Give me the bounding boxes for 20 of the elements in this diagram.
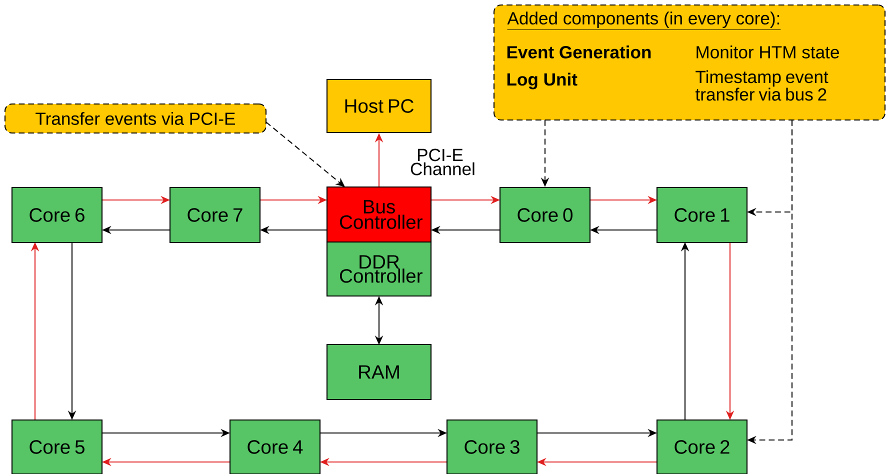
controller-box: Bus Controller xyxy=(326,186,432,243)
component-description: Monitor HTM state xyxy=(696,46,839,58)
component-description: Timestamp event transfer via bus 2 xyxy=(696,70,828,101)
note-heading: Added components (in every core): xyxy=(507,12,781,30)
controller-box: DDR Controller xyxy=(326,241,432,297)
memory-box: RAM xyxy=(326,344,432,400)
core-box: Core 6 xyxy=(11,186,103,244)
arrow xyxy=(266,122,345,187)
core-box: Core 2 xyxy=(656,419,748,474)
component-name: Log Unit xyxy=(507,72,578,90)
host-box: Host PC xyxy=(326,78,432,134)
core-box: Core 7 xyxy=(169,186,261,244)
edge-label: PCI-E Channel xyxy=(408,148,474,176)
core-box: Core 1 xyxy=(656,186,748,244)
component-name: Event Generation xyxy=(507,46,651,58)
core-box: Core 0 xyxy=(499,186,591,244)
core-box: Core 4 xyxy=(229,419,321,474)
core-box: Core 3 xyxy=(446,419,538,474)
core-box: Core 5 xyxy=(11,419,103,474)
callout-box: Transfer events via PCI-E xyxy=(4,103,267,134)
